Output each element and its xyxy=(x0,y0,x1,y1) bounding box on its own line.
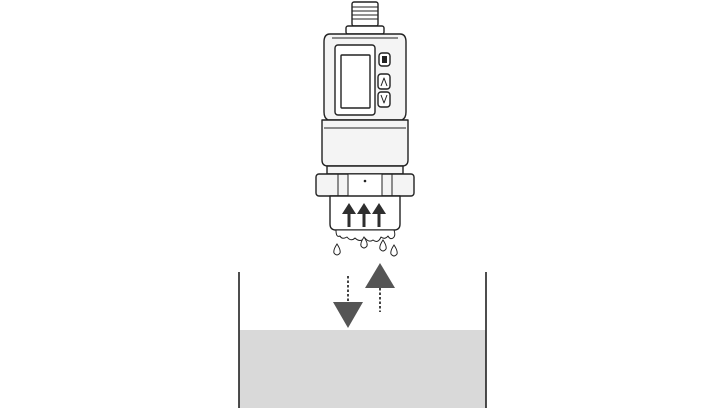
up-icon xyxy=(380,77,388,87)
droplet-icon xyxy=(390,244,398,257)
up-button[interactable] xyxy=(377,73,391,90)
drip-edge xyxy=(335,229,396,242)
button-panel xyxy=(377,52,391,108)
liquid-fill xyxy=(239,330,486,408)
droplets xyxy=(333,236,398,257)
flow-arrows xyxy=(333,263,395,328)
droplet-icon xyxy=(379,239,387,252)
arrow-up-icon xyxy=(342,203,356,227)
down-icon xyxy=(380,94,388,104)
connector xyxy=(345,1,385,35)
arrow-up-icon xyxy=(357,203,371,227)
down-button[interactable] xyxy=(377,91,391,108)
vent-arrows xyxy=(342,203,386,227)
droplet-icon xyxy=(360,236,368,249)
pressure-sensor xyxy=(315,1,415,242)
arrow-up-icon xyxy=(372,203,386,227)
body-lower xyxy=(321,119,409,167)
tank xyxy=(238,272,487,408)
arrow-down-icon xyxy=(333,276,363,328)
droplet-icon xyxy=(333,243,341,256)
display-screen xyxy=(340,54,371,109)
hex-nut xyxy=(315,173,415,197)
arrow-up-icon xyxy=(365,263,395,312)
